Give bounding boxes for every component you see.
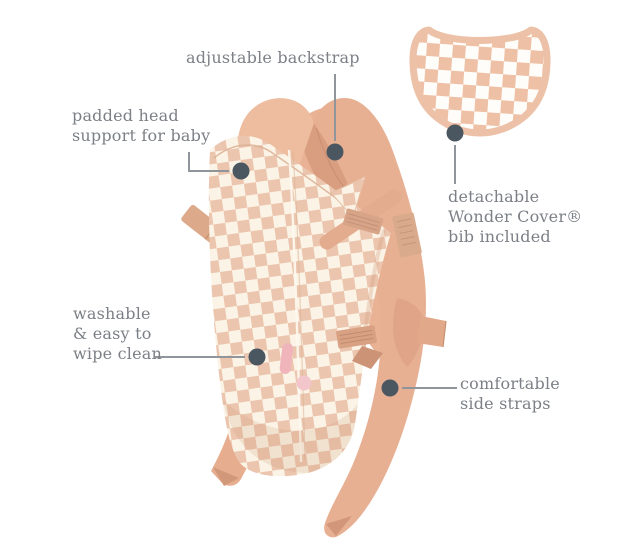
callout-dot-backstrap xyxy=(326,143,344,161)
strap-tip-mid xyxy=(352,346,383,369)
strap-elbow-fold xyxy=(393,298,425,367)
callout-dot-washable xyxy=(248,348,266,366)
fabric-tag xyxy=(279,343,294,374)
callout-label-head-support: padded head support for baby xyxy=(72,106,211,145)
velcro-patch-mid xyxy=(336,325,377,349)
velcro-tab-right xyxy=(392,212,422,258)
callout-dot-head-support xyxy=(232,162,250,180)
velcro-patch-upper xyxy=(343,208,384,235)
shoulder-strap-right xyxy=(313,98,426,538)
callout-label-washable: washable & easy to wipe clean xyxy=(73,304,162,363)
strap-tip-fold xyxy=(213,467,239,486)
buckle-edge xyxy=(442,320,447,348)
panel-bottom-shadow xyxy=(223,400,358,473)
bib-illustration xyxy=(409,26,551,137)
center-seam xyxy=(287,149,303,463)
callout-label-bib: detachable Wonder Cover® bib included xyxy=(448,187,583,246)
callout-label-backstrap: adjustable backstrap xyxy=(186,48,360,67)
center-seam-shadow xyxy=(292,151,306,461)
callout-label-side-straps: comfortable side straps xyxy=(460,374,560,413)
callout-line-head-support xyxy=(188,152,229,172)
callout-dot-bib xyxy=(446,124,464,142)
corner-flap xyxy=(330,176,366,218)
pom-detail xyxy=(296,375,312,391)
strap-tip-fold-right xyxy=(326,516,352,536)
callout-dot-side-straps xyxy=(381,379,399,397)
strap-buckle-tab xyxy=(417,316,446,347)
